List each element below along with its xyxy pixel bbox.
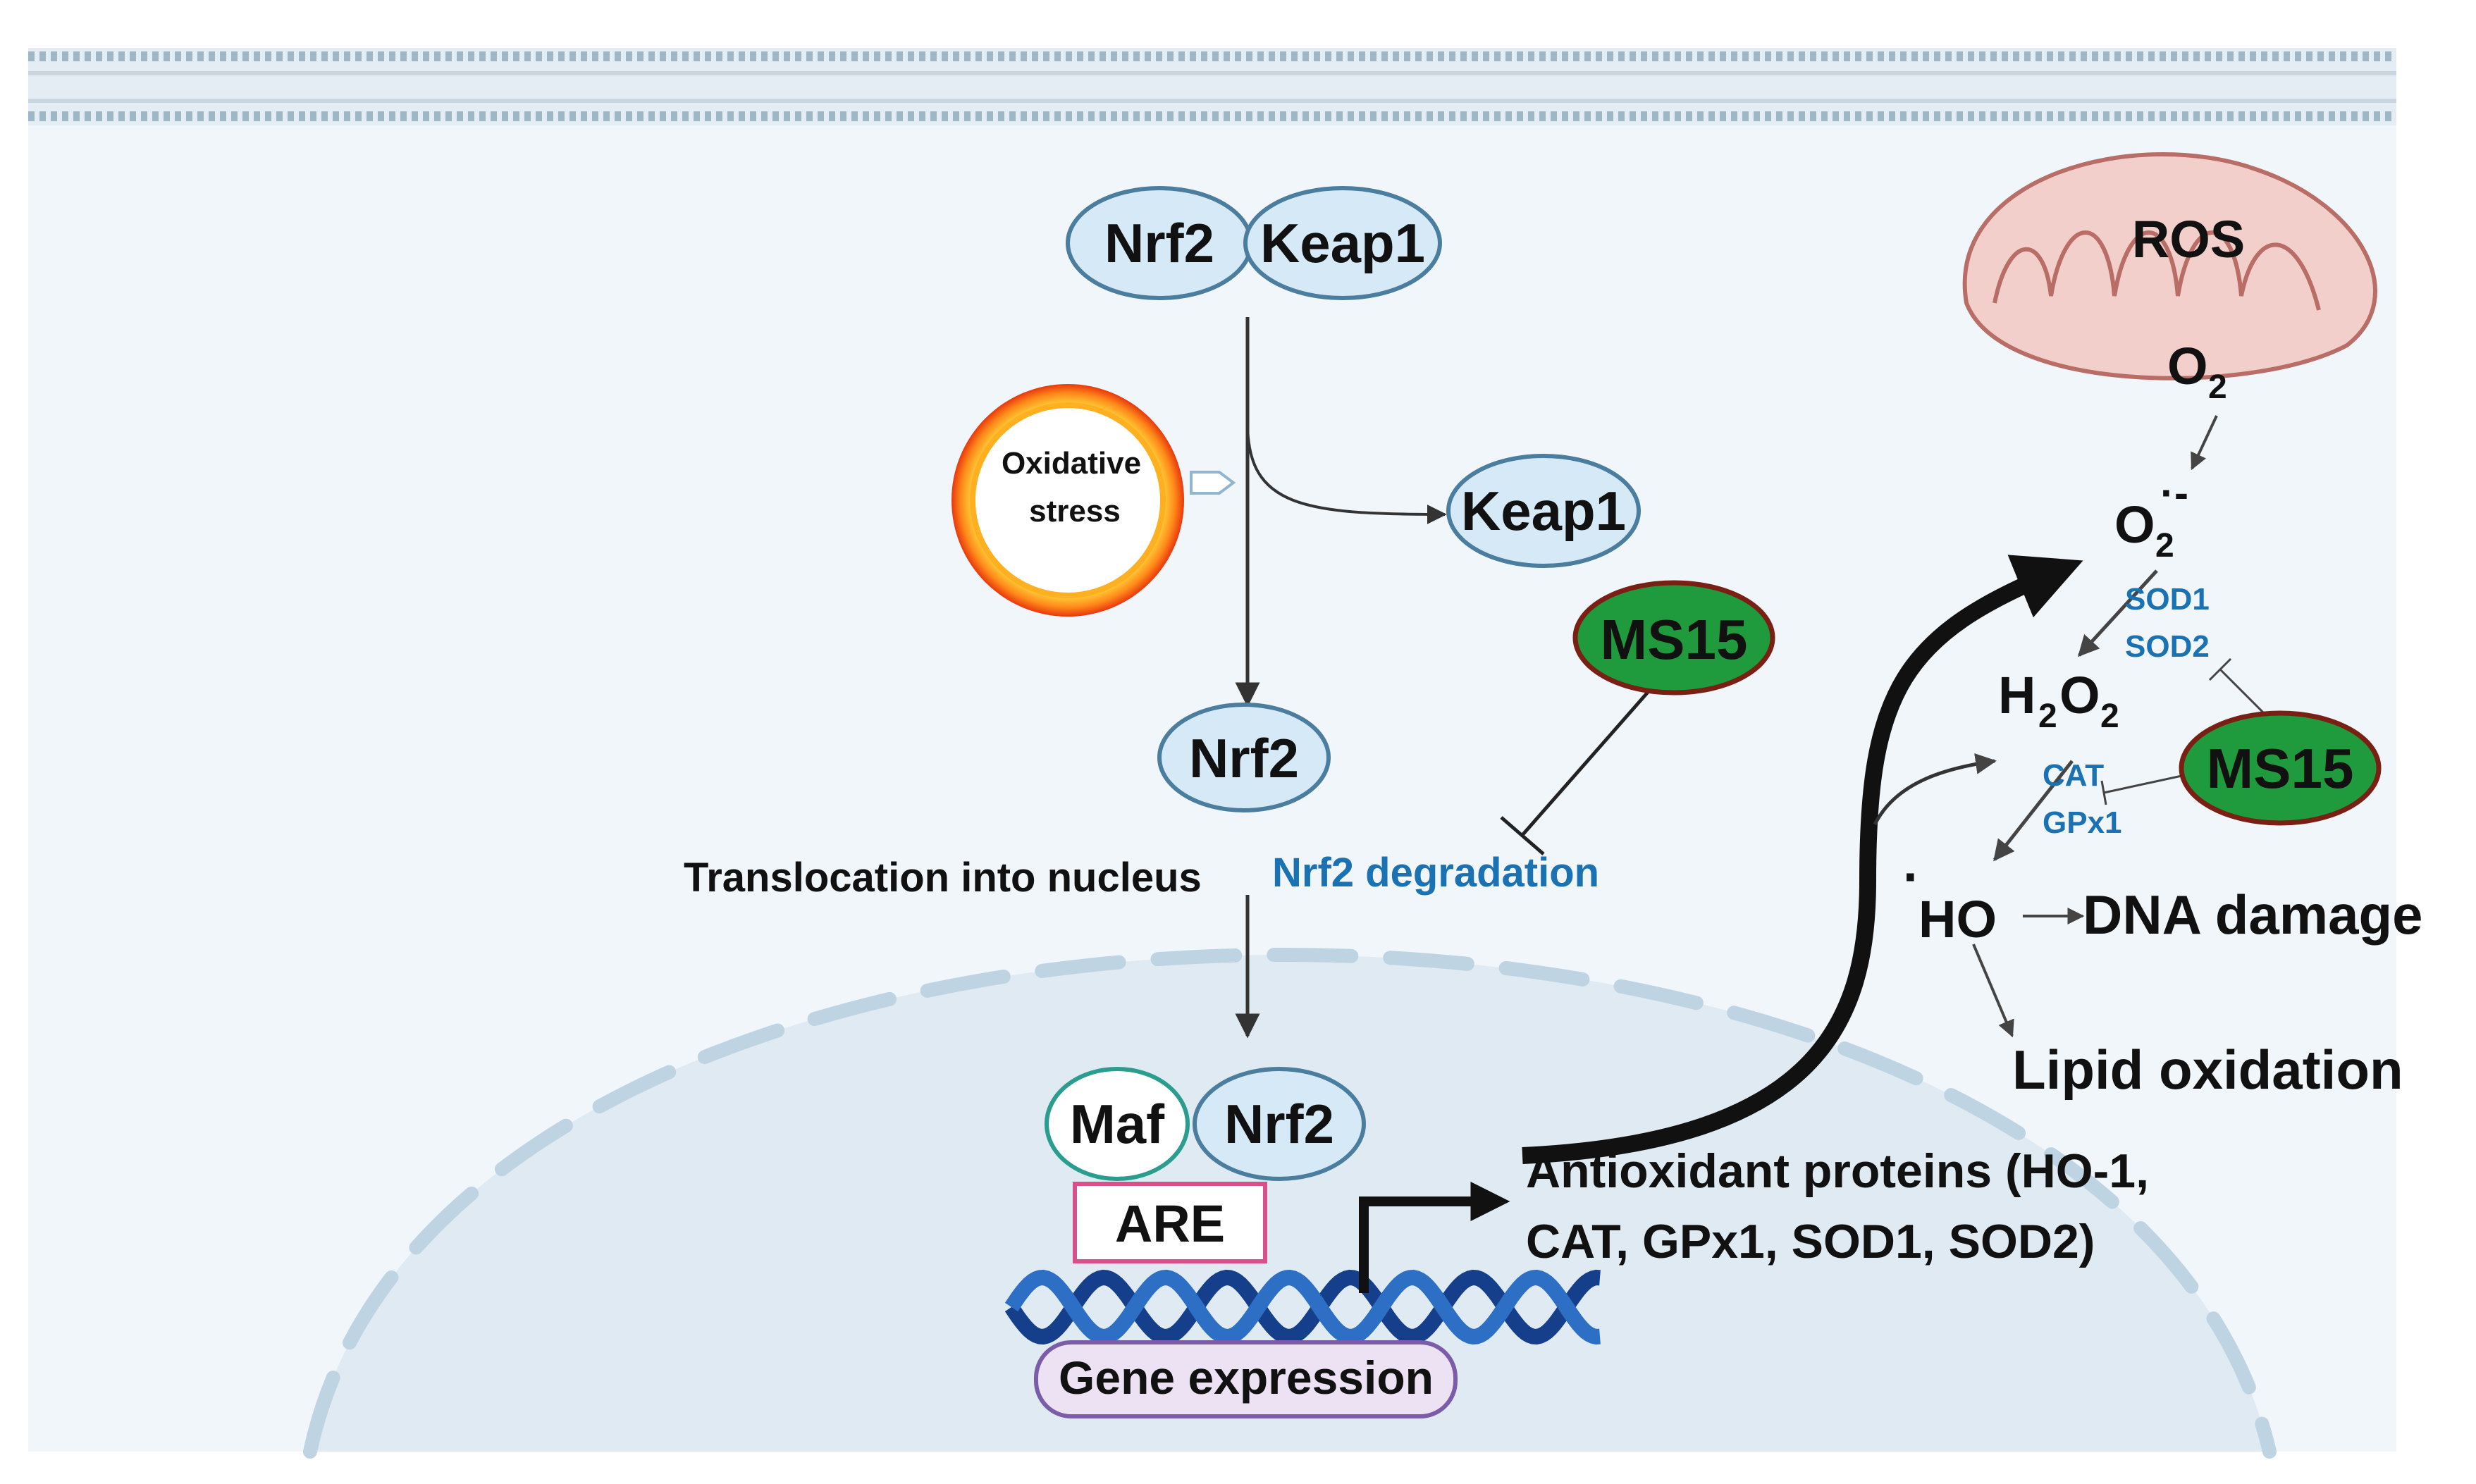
antioxidant-effect-arrow (1522, 555, 2083, 1164)
mitochondrion (1962, 152, 2377, 381)
inhibition-bar (1500, 816, 1545, 855)
svg-text:·-: ·- (2160, 469, 2188, 517)
are-label: ARE (1115, 1194, 1225, 1253)
antioxidant-line1: Antioxidant proteins (HO-1, (1526, 1144, 2149, 1198)
nuclear-envelope (303, 948, 2277, 1459)
free-nrf2-label: Nrf2 (1189, 727, 1299, 789)
svg-text:O: O (2059, 666, 2100, 724)
nuclear-nrf2-oval (1193, 1067, 1366, 1181)
gene-expression-box: Gene expression (1034, 1340, 1458, 1418)
keap1-release-arrow (1246, 422, 1447, 524)
ms15-right-label: MS15 (2207, 737, 2354, 800)
complex-keap1-oval (1243, 186, 1442, 300)
ms15-left-label: MS15 (1601, 608, 1748, 671)
gpx1-label: GPx1 (2043, 805, 2122, 840)
stress-label-line1: Oxidative (1002, 446, 1141, 481)
antioxidant-branch-arrow (1873, 753, 1997, 826)
svg-text:2: 2 (2155, 527, 2174, 564)
lipid-oxidation-label: Lipid oxidation (2012, 1039, 2403, 1101)
o2-label: O 2 (2167, 337, 2227, 406)
ms15-sod2-inhibition (2219, 668, 2271, 720)
sod2-label: SOD2 (2125, 629, 2210, 664)
nrf2-keap1-complex: Nrf2 Keap1 (1066, 186, 1442, 300)
svg-text:O: O (2114, 495, 2155, 554)
translocation-label: Translocation into nucleus (684, 855, 1202, 901)
superoxide-label: O 2 ·- (2114, 469, 2188, 564)
transcription-arrow (1359, 1182, 1510, 1293)
h2o2-label: H 2 O 2 (1998, 666, 2119, 735)
ms15-right: MS15 (2179, 710, 2382, 826)
stress-label-line2: stress (1029, 494, 1121, 528)
free-nrf2: Nrf2 (1157, 703, 1331, 812)
are-element: ARE (1073, 1182, 1267, 1263)
nrf2-degradation-label: Nrf2 degradation (1272, 850, 1599, 896)
inhibition-bar (2100, 780, 2107, 805)
h2o2-to-ho-arrow (1993, 760, 2074, 862)
superoxide-to-h2o2-arrow (2077, 569, 2158, 657)
svg-text:O: O (2167, 337, 2208, 395)
released-keap1-label: Keap1 (1461, 480, 1626, 542)
stress-pointer (1190, 471, 1236, 495)
svg-text:2: 2 (2038, 698, 2057, 735)
o2-to-superoxide-arrow (2191, 415, 2218, 471)
svg-text:H: H (1998, 666, 2035, 724)
nuclear-nrf2-label: Nrf2 (1224, 1093, 1334, 1155)
svg-text:2: 2 (2100, 698, 2119, 735)
svg-text:HO: HO (1918, 890, 1997, 948)
ms15-left: MS15 (1572, 580, 1775, 695)
svg-text:2: 2 (2208, 369, 2227, 406)
gene-expression-label: Gene expression (1059, 1352, 1434, 1404)
oxidative-stress-ring (951, 384, 1236, 617)
maf-label: Maf (1070, 1093, 1165, 1155)
cell-membrane (28, 48, 2396, 125)
maf-nrf2-complex: Maf Nrf2 (1045, 1067, 1366, 1181)
ho-to-lipid-arrow (1972, 944, 2014, 1038)
ros-label: ROS (2132, 210, 2245, 268)
cat-label: CAT (2043, 758, 2104, 793)
ms15-inhibition-line (1521, 689, 1651, 836)
maf-oval (1045, 1067, 1190, 1181)
antioxidant-line2: CAT, GPx1, SOD1, SOD2) (1526, 1215, 2095, 1268)
hydroxyl-radical-label: · HO (1903, 848, 1997, 948)
svg-text:·: · (1903, 848, 1921, 906)
dna-damage-label: DNA damage (2083, 884, 2423, 946)
dna-helix (1004, 1269, 1601, 1345)
released-keap1: Keap1 (1446, 454, 1641, 568)
inhibition-bar (2208, 657, 2232, 681)
complex-nrf2-label: Nrf2 (1104, 212, 1214, 274)
ms15-cat-inhibition (2103, 774, 2186, 794)
complex-keap1-label: Keap1 (1260, 212, 1425, 274)
sod1-label: SOD1 (2125, 582, 2210, 617)
